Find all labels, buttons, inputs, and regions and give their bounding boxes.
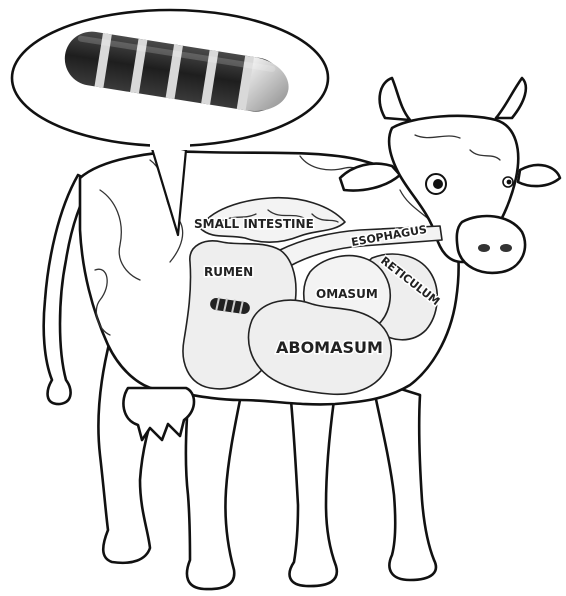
label-small-intestine: SMALL INTESTINE bbox=[194, 217, 314, 231]
cow-front-legs bbox=[290, 380, 436, 586]
nostril-left bbox=[478, 244, 490, 252]
label-abomasum: ABOMASUM bbox=[276, 338, 383, 357]
nostril-right bbox=[500, 244, 512, 252]
label-omasum: OMASUM bbox=[316, 287, 378, 301]
label-rumen: RUMEN bbox=[204, 265, 253, 279]
